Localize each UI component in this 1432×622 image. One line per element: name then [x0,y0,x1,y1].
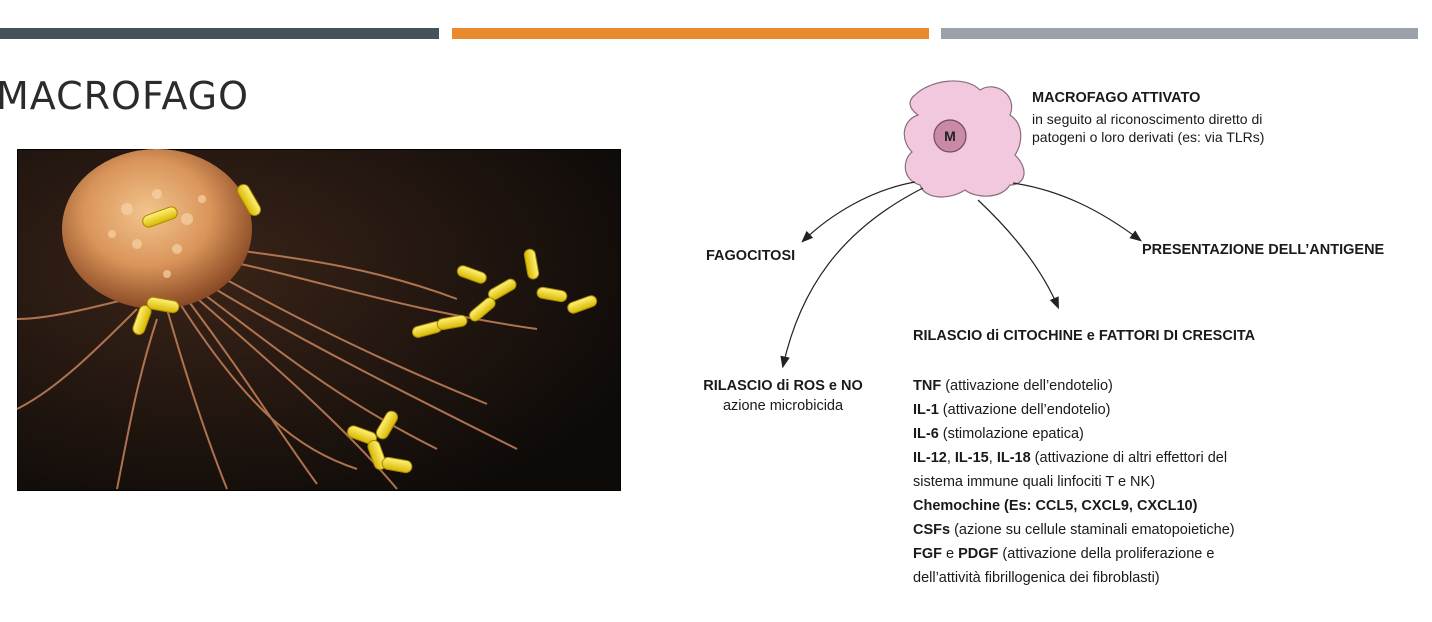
header-bar-right [941,28,1418,39]
list-item-tnf: TNF (attivazione dell’endotelio) [913,378,1113,394]
activated-line1: in seguito al riconoscimento diretto di [1032,111,1263,127]
presentazione-label: PRESENTAZIONE DELL’ANTIGENE [1142,242,1385,258]
list-item-csf: CSFs (azione su cellule staminali ematop… [913,522,1235,538]
fagocitosi-label: FAGOCITOSI [706,248,796,264]
header-bar-middle [452,28,929,39]
nucleus-icon [933,119,967,153]
macrophage-photo [17,149,621,491]
activated-title: MACROFAGO ATTIVATO [1032,90,1201,106]
ros-title: RILASCIO di ROS e NO [703,378,863,394]
list-item-il12: IL-12, IL-15, IL-18 (attivazione di altr… [913,450,1228,466]
ros-subtitle: azione microbicida [722,398,844,414]
arrow-to-presentazione [1012,182,1142,242]
activated-line2: patogeni o loro derivati (es: via TLRs) [1032,129,1265,145]
diagram-arrows: M [780,80,1142,369]
slide-title: MACROFAGO [0,74,250,118]
cell-label: M [944,128,956,144]
list-item-il6: IL-6 (stimolazione epatica) [913,426,1084,442]
arrow-to-ros [780,187,924,369]
list-item-il1: IL-1 (attivazione dell’endotelio) [913,402,1111,418]
arrow-to-citochine [977,199,1059,310]
header-bar-left [0,28,439,39]
list-item-fgf-cont: dell’attività fibrillogenica dei fibrobl… [913,570,1160,586]
list-item-fgf: FGF e PDGF (attivazione della proliferaz… [913,546,1215,562]
list-item-il12-cont: sistema immune quali linfociti T e NK) [913,474,1156,490]
arrow-to-fagocitosi [801,181,916,243]
activation-diagram: M MACROFAGO ATTIVATO in seguito al ricon… [680,60,1420,620]
list-item-chemochine: Chemochine (Es: CCL5, CXCL9, CXCL10) [913,498,1198,514]
rilascio-title: RILASCIO di CITOCHINE e FATTORI DI CRESC… [913,328,1256,344]
